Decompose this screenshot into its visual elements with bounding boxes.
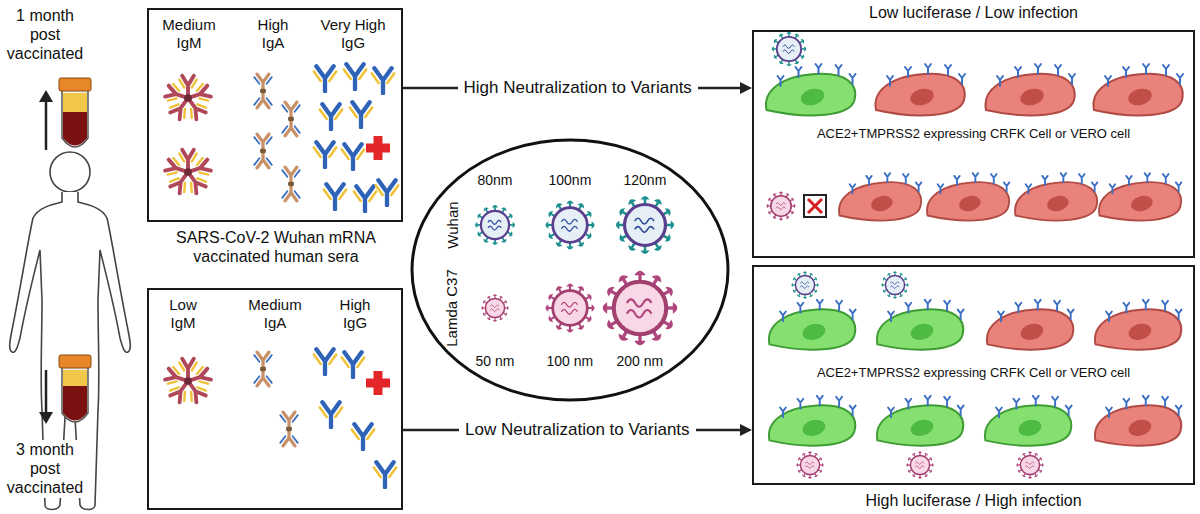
- blood-tube: [59, 355, 91, 422]
- node-text: Medium IgA: [239, 296, 311, 332]
- node-text: Wuhan: [443, 201, 461, 248]
- cell-assay-box: ACE2+TMPRSS2 expressing CRFK Cell or VER…: [752, 265, 1195, 485]
- antibodies: [164, 64, 398, 211]
- edge-label: Low Neutralization to Variants: [459, 420, 696, 440]
- ellipse-border: [412, 140, 728, 400]
- annotation-label: 3 month post vaccinated: [2, 440, 88, 498]
- node-text: Low IgM: [159, 296, 207, 332]
- node-text: Low luciferase / Low infection: [752, 3, 1195, 22]
- up-arrow: [39, 90, 53, 150]
- virus-particles: [475, 196, 677, 345]
- node-text: 200 nm: [617, 353, 664, 370]
- sera-box: Medium IgM High IgA Very High IgG: [147, 8, 403, 222]
- node-text: Medium IgM: [153, 16, 225, 52]
- edge-label: High Neutralization to Variants: [458, 78, 698, 98]
- arrow-head: [740, 82, 752, 94]
- node-text: 100nm: [549, 172, 592, 189]
- annotation-label: SARS-CoV-2 Wuhan mRNA vaccinated human s…: [150, 228, 402, 266]
- node-text: 80nm: [478, 172, 513, 189]
- down-arrow: [39, 370, 53, 424]
- node-text: High luciferase / High infection: [752, 491, 1195, 510]
- node-text: Lamda C37: [443, 269, 461, 347]
- annotation-label: 1 month post vaccinated: [2, 6, 88, 64]
- node-text: Very High IgG: [309, 16, 397, 52]
- plus-sign: [366, 136, 390, 160]
- variant-ellipse: Wuhan 80nm 100nm 120nmLamda C37 50 nm 100 nm 2…: [410, 138, 730, 402]
- node-text: ACE2+TMPRSS2 expressing CRFK Cell or VER…: [752, 365, 1195, 381]
- plus-sign: [366, 371, 390, 395]
- node-text: ACE2+TMPRSS2 expressing CRFK Cell or VER…: [752, 126, 1195, 142]
- node-text: 100 nm: [547, 353, 594, 370]
- node-text: 120nm: [624, 172, 667, 189]
- cell-assay-box: Low luciferase / Low infectionACE2+TMPRS…: [752, 30, 1195, 258]
- arrow-head: [740, 424, 752, 436]
- blood-tube: [59, 78, 91, 147]
- node-text: 50 nm: [476, 353, 515, 370]
- antibodies: [164, 349, 396, 487]
- sera-box: Low IgM Medium IgA High IgG: [147, 288, 403, 510]
- node-text: High IgA: [247, 16, 299, 52]
- node-text: High IgG: [329, 296, 381, 332]
